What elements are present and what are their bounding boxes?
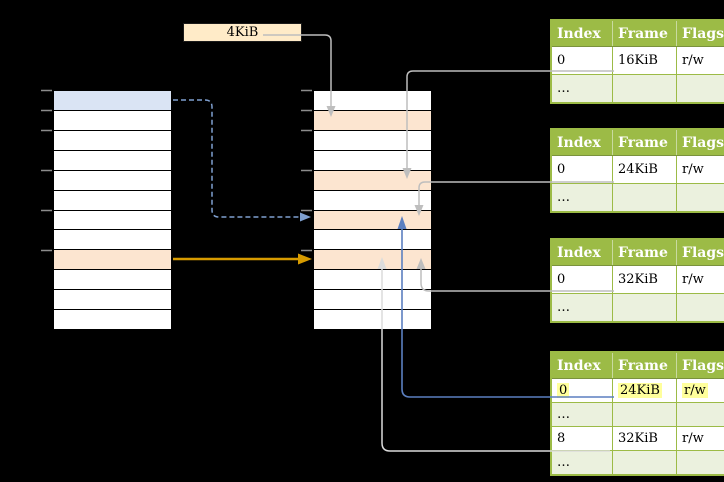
column-header: Flags xyxy=(676,239,724,266)
table-cell xyxy=(612,402,677,427)
memory-row-white xyxy=(54,190,171,211)
memory-row-orange xyxy=(314,170,431,191)
memory-row-orange xyxy=(314,250,431,271)
column-header: Flags xyxy=(676,352,724,379)
table-row: 0 24KiB r/w xyxy=(550,378,724,403)
column-header: Frame xyxy=(612,129,677,156)
memory-row-white xyxy=(54,150,171,171)
connector-page-to-frame-orange xyxy=(173,253,312,265)
table-cell xyxy=(676,402,724,427)
memory-row-orange xyxy=(54,250,171,271)
table-cell: … xyxy=(550,183,613,213)
table-cell: 24KiB xyxy=(612,378,677,403)
table-cell: 32KiB xyxy=(612,426,677,451)
column-header: Index xyxy=(551,129,613,156)
column-header: Index xyxy=(551,20,613,47)
table-cell: … xyxy=(550,450,613,476)
table-cell: r/w xyxy=(676,378,724,403)
memory-row-white xyxy=(314,91,431,111)
table-cell xyxy=(612,74,677,104)
arrowhead-right-icon xyxy=(300,212,311,222)
memory-row-white xyxy=(314,130,431,151)
memory-row-white xyxy=(54,310,171,330)
memory-row-white xyxy=(54,230,171,251)
memory-row-white xyxy=(54,290,171,311)
arrowhead-right-icon xyxy=(298,253,312,265)
column-header: Frame xyxy=(612,352,677,379)
highlighted-value: 0 xyxy=(557,383,570,398)
column-header: Flags xyxy=(676,129,724,156)
table-cell xyxy=(676,293,724,323)
table-cell xyxy=(612,450,677,476)
column-header: Frame xyxy=(612,20,677,47)
column-header: Flags xyxy=(676,20,724,47)
memory-row-blue xyxy=(54,91,171,111)
table-cell xyxy=(676,74,724,104)
table-row: … xyxy=(550,293,724,323)
table-cell: 24KiB xyxy=(612,155,677,184)
table-cell: … xyxy=(550,293,613,323)
memory-row-white xyxy=(54,270,171,291)
address-ticks-left xyxy=(41,89,52,252)
frame-size-label: 4KiB xyxy=(183,23,302,42)
connector-page-to-frame-dashed xyxy=(173,99,311,222)
table-cell: 8 xyxy=(550,426,613,451)
memory-row-white xyxy=(314,290,431,311)
table-row: … xyxy=(550,74,724,104)
table-cell: r/w xyxy=(676,155,724,184)
table-cell: … xyxy=(550,402,613,427)
table-cell: 0 xyxy=(550,265,613,294)
memory-row-white xyxy=(314,150,431,171)
memory-row-white xyxy=(314,230,431,251)
table-cell: 0 xyxy=(550,378,613,403)
table-cell xyxy=(612,183,677,213)
table-cell: 32KiB xyxy=(612,265,677,294)
memory-row-white xyxy=(314,310,431,330)
table-cell: r/w xyxy=(676,265,724,294)
memory-row-white xyxy=(54,110,171,131)
memory-row-white xyxy=(54,130,171,151)
table-cell: r/w xyxy=(676,426,724,451)
table-row: … xyxy=(550,402,724,427)
memory-column-left xyxy=(53,90,172,330)
memory-column-middle xyxy=(313,90,432,330)
column-header: Frame xyxy=(612,239,677,266)
highlighted-value: r/w xyxy=(682,383,708,398)
memory-row-white xyxy=(314,270,431,291)
column-header: Index xyxy=(551,352,613,379)
table-cell: … xyxy=(550,74,613,104)
memory-row-white xyxy=(54,210,171,231)
table-cell: r/w xyxy=(676,46,724,75)
address-ticks-middle xyxy=(301,89,312,252)
table-row: … xyxy=(550,450,724,476)
memory-row-orange xyxy=(314,210,431,231)
memory-row-white xyxy=(54,170,171,191)
memory-row-white xyxy=(314,190,431,211)
table-cell xyxy=(612,293,677,323)
memory-row-orange xyxy=(314,110,431,131)
table-cell: 0 xyxy=(550,155,613,184)
table-cell: 0 xyxy=(550,46,613,75)
highlighted-value: 24KiB xyxy=(618,383,662,398)
table-row: … xyxy=(550,183,724,213)
table-cell xyxy=(676,183,724,213)
table-cell xyxy=(676,450,724,476)
table-cell: 16KiB xyxy=(612,46,677,75)
column-header: Index xyxy=(551,239,613,266)
